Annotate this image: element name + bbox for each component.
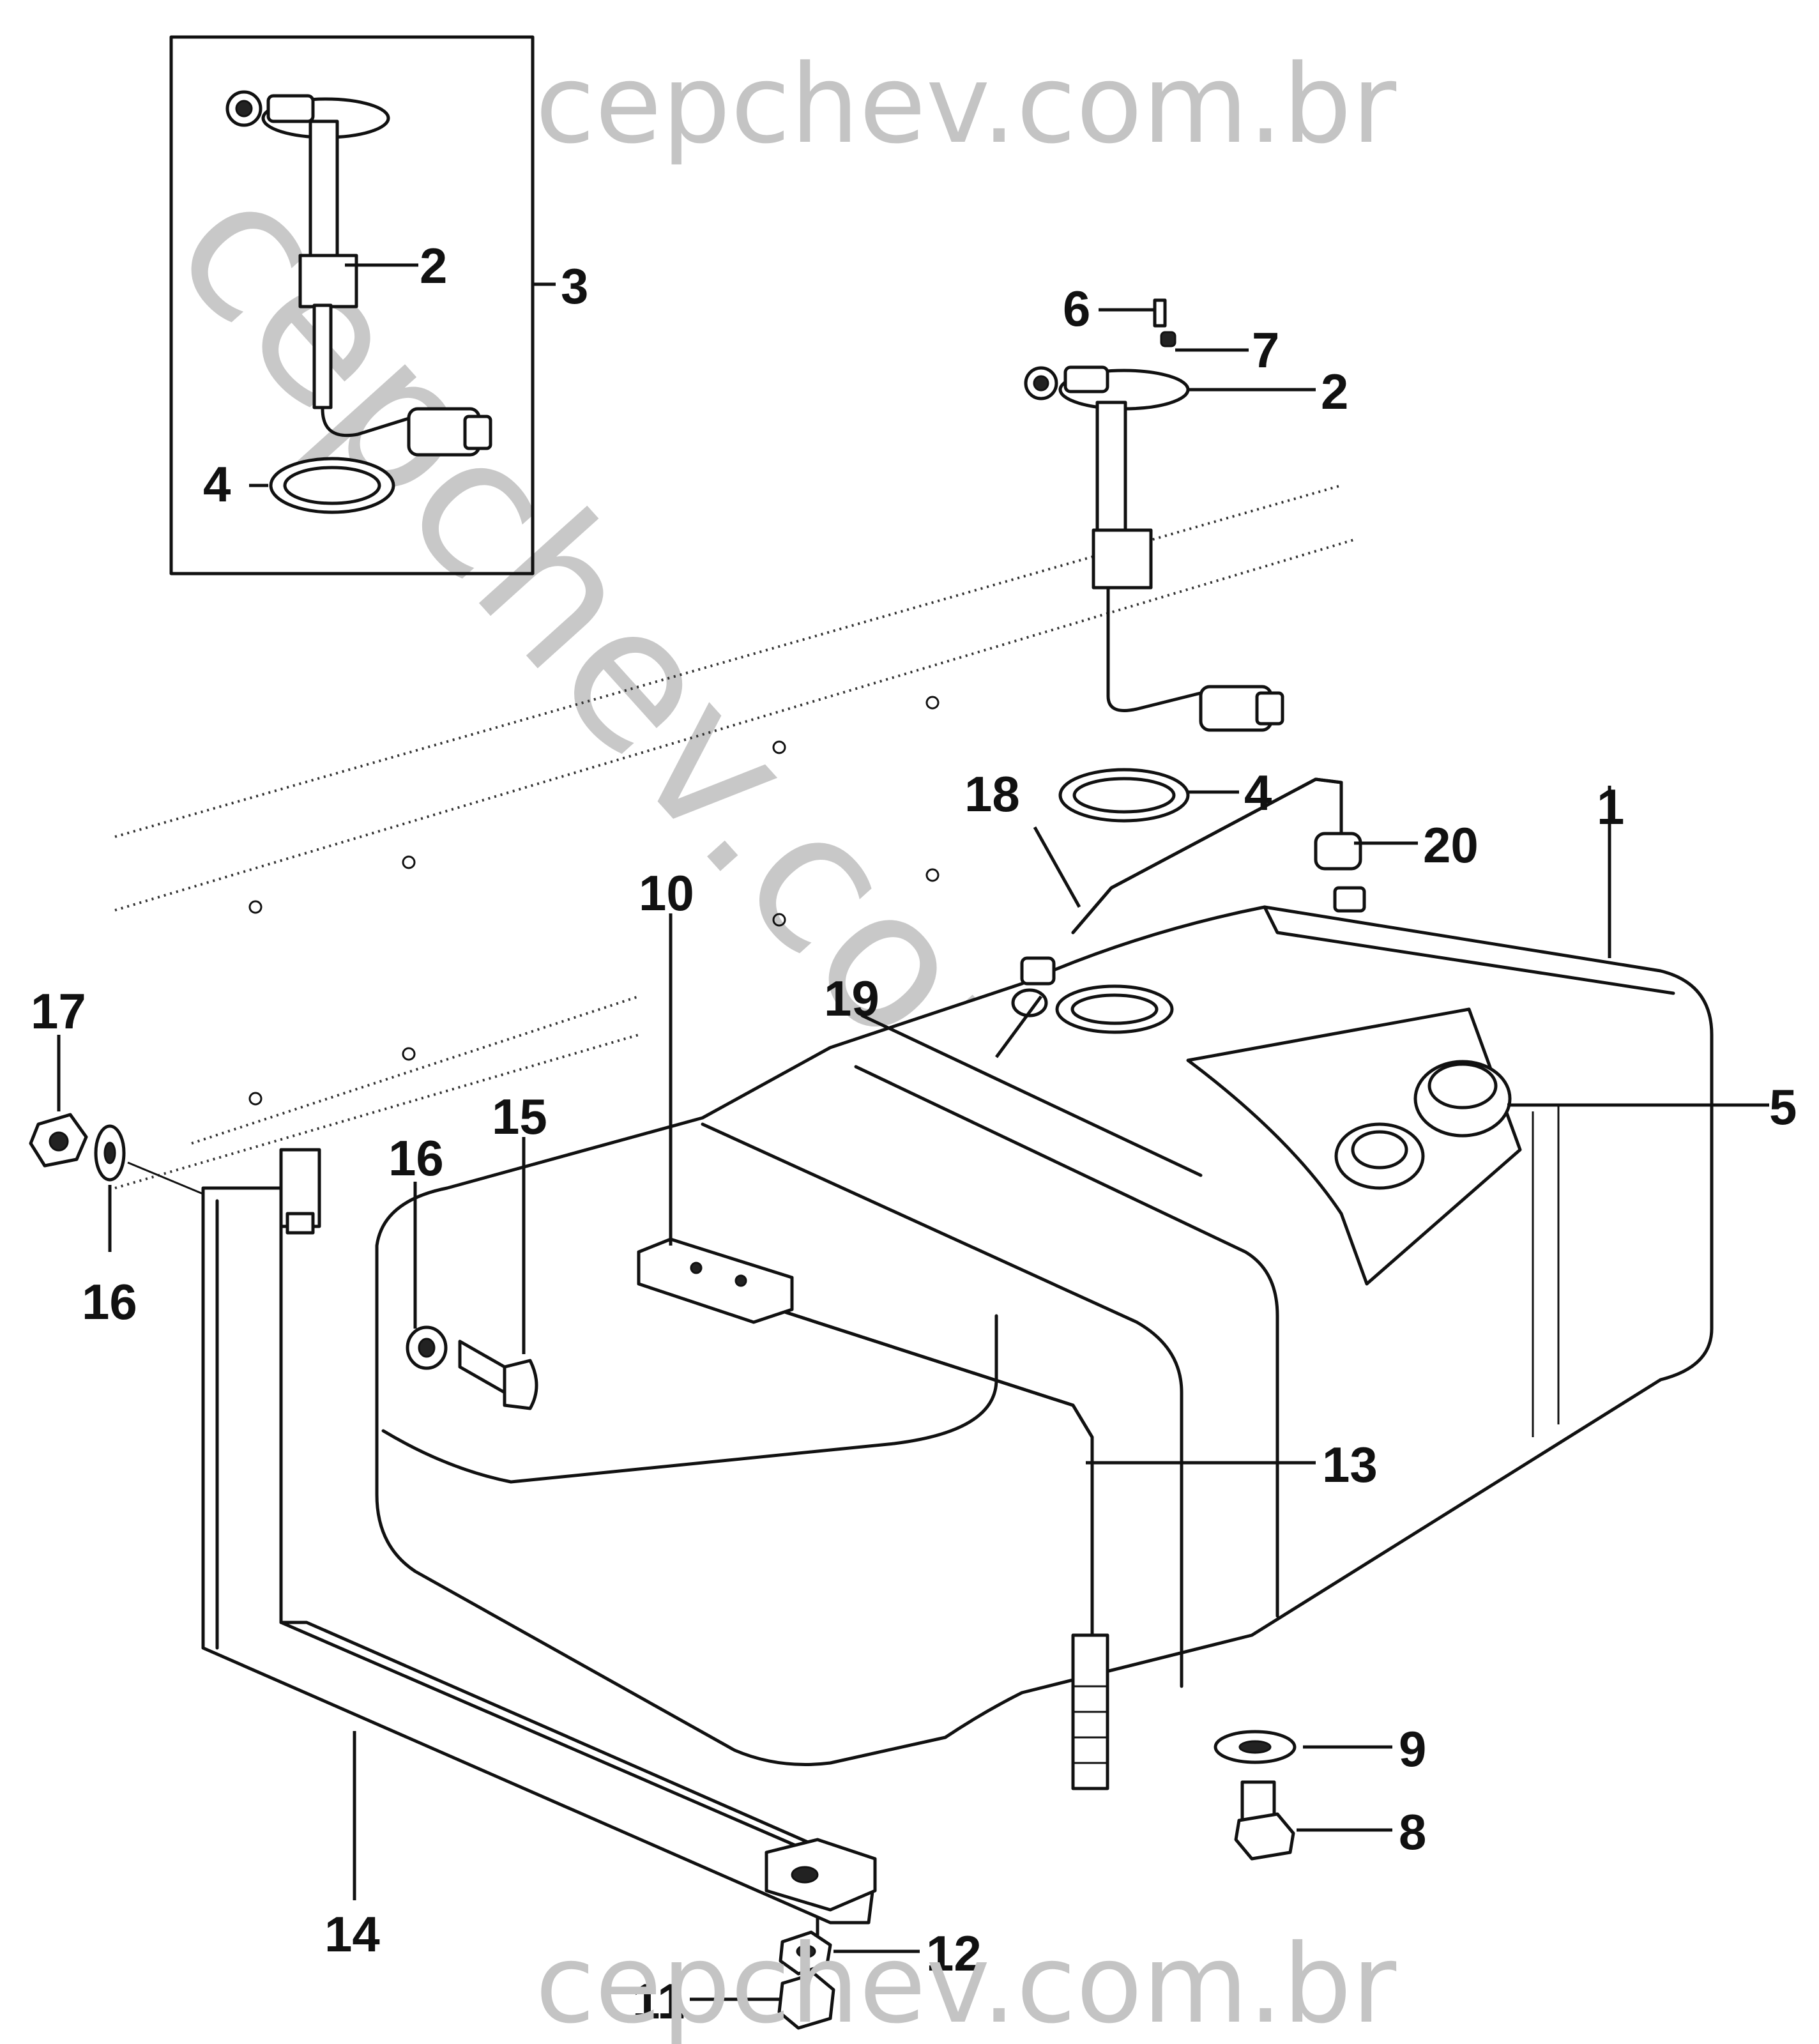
frame-rails <box>114 484 1355 1208</box>
callout-1: 1 <box>1597 779 1624 835</box>
sender-assembly-inset <box>225 90 492 457</box>
callout-4-inset: 4 <box>203 456 231 512</box>
fuel-sender-assembly <box>1024 365 1284 732</box>
callout-9: 9 <box>1399 1721 1426 1777</box>
watermark-top-text: cepchev.com.br <box>535 42 1396 168</box>
callout-2-inset: 2 <box>420 238 447 294</box>
callout-12: 12 <box>926 1925 982 1981</box>
sender-kit-inset <box>169 35 535 576</box>
filler-cap <box>1334 1060 1512 1190</box>
nut-and-washer-left <box>29 1113 205 1196</box>
drain-plug <box>1214 1730 1297 1861</box>
nuts-bottom <box>777 1930 835 2030</box>
watermark-bottom-text: cepchev.com.br <box>535 1921 1396 2044</box>
callout-8: 8 <box>1399 1804 1426 1860</box>
callout-4: 4 <box>1244 765 1272 821</box>
callout-7: 7 <box>1252 322 1279 378</box>
fuel-tank <box>375 886 1714 1766</box>
callout-5: 5 <box>1769 1079 1797 1135</box>
callout-20: 20 <box>1423 817 1479 873</box>
callout-19: 19 <box>824 970 879 1026</box>
watermark-horizontal: cepchev.com.br cepchev.com.br <box>535 42 1396 2044</box>
callout-16-mid: 16 <box>388 1130 444 1186</box>
gasket-inset <box>269 457 395 514</box>
strap-bolt <box>406 1325 538 1410</box>
gasket-main <box>1058 768 1190 823</box>
callout-14: 14 <box>324 1906 380 1962</box>
vent-tube <box>1011 777 1362 1018</box>
callout-16-left: 16 <box>82 1274 137 1330</box>
callout-13: 13 <box>1322 1437 1378 1493</box>
callout-17: 17 <box>31 983 86 1039</box>
screw-and-washer <box>1153 298 1176 347</box>
callout-labels: 1 2 2 3 4 4 5 6 7 8 9 10 11 12 13 14 15 … <box>31 238 1797 2029</box>
callout-15: 15 <box>492 1088 547 1145</box>
callout-3: 3 <box>561 258 588 314</box>
leader-lines <box>57 263 1769 2001</box>
callout-2: 2 <box>1321 363 1348 420</box>
callout-10: 10 <box>639 865 694 921</box>
callout-18: 18 <box>964 766 1020 822</box>
callout-6: 6 <box>1063 280 1090 337</box>
callout-11: 11 <box>632 1973 685 2029</box>
tank-strap <box>201 1148 1109 1925</box>
